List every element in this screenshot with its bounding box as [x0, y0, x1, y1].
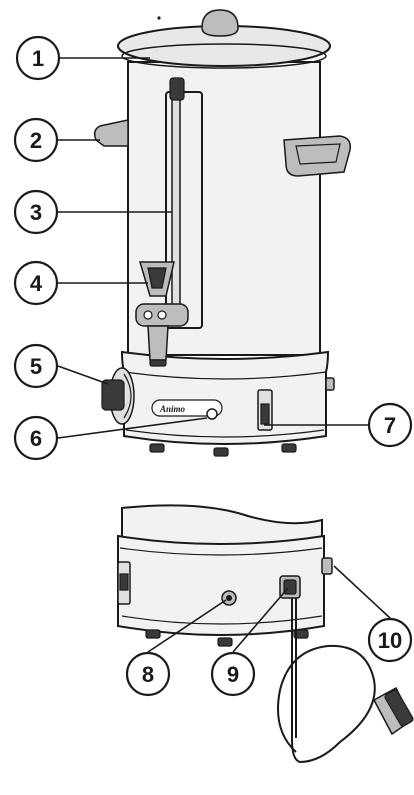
thermostat-knob: [101, 367, 135, 425]
on-off-switch: [257, 389, 273, 431]
callout-10: 10: [367, 617, 413, 663]
callout-1: 1: [15, 35, 61, 81]
callout-9: 9: [210, 651, 256, 697]
boiler-foot: [149, 443, 165, 453]
svg-text:8: 8: [142, 662, 154, 687]
callout-4: 4: [13, 260, 59, 306]
lid-knob: [201, 9, 239, 37]
power-plug: [372, 686, 414, 736]
svg-text:6: 6: [30, 426, 42, 451]
ready-indicator-light: [206, 408, 218, 420]
callout-2: 2: [13, 117, 59, 163]
callout-7: 7: [367, 402, 413, 448]
callout-3: 3: [13, 189, 59, 235]
callout-6: 6: [13, 415, 59, 461]
svg-text:10: 10: [378, 628, 402, 653]
svg-text:1: 1: [32, 46, 44, 71]
leader-line-9: [232, 587, 289, 653]
boiler-foot: [281, 443, 297, 453]
tap: [135, 261, 189, 367]
power-cord: [277, 598, 376, 764]
leader-line-6: [57, 417, 208, 439]
gauge-top-cap: [169, 77, 185, 101]
svg-text:5: 5: [30, 354, 42, 379]
svg-text:3: 3: [30, 200, 42, 225]
brand-label: Animo: [159, 404, 186, 414]
boiler-front-view: Animo: [93, 9, 352, 457]
boiler-foot: [213, 447, 229, 457]
handle-right: [283, 135, 352, 177]
svg-text:9: 9: [227, 662, 239, 687]
svg-text:2: 2: [30, 128, 42, 153]
leader-line-10: [333, 565, 391, 619]
callout-8: 8: [125, 651, 171, 697]
brand-plate: [151, 399, 223, 417]
leader-lines: [57, 57, 391, 653]
svg-text:7: 7: [384, 413, 396, 438]
svg-text:4: 4: [30, 271, 43, 296]
leader-line-5: [57, 365, 109, 385]
leader-line-8: [147, 599, 227, 653]
callout-5: 5: [13, 343, 59, 389]
handle-left: [93, 119, 129, 147]
boiler-base-detail-view: [117, 504, 414, 764]
